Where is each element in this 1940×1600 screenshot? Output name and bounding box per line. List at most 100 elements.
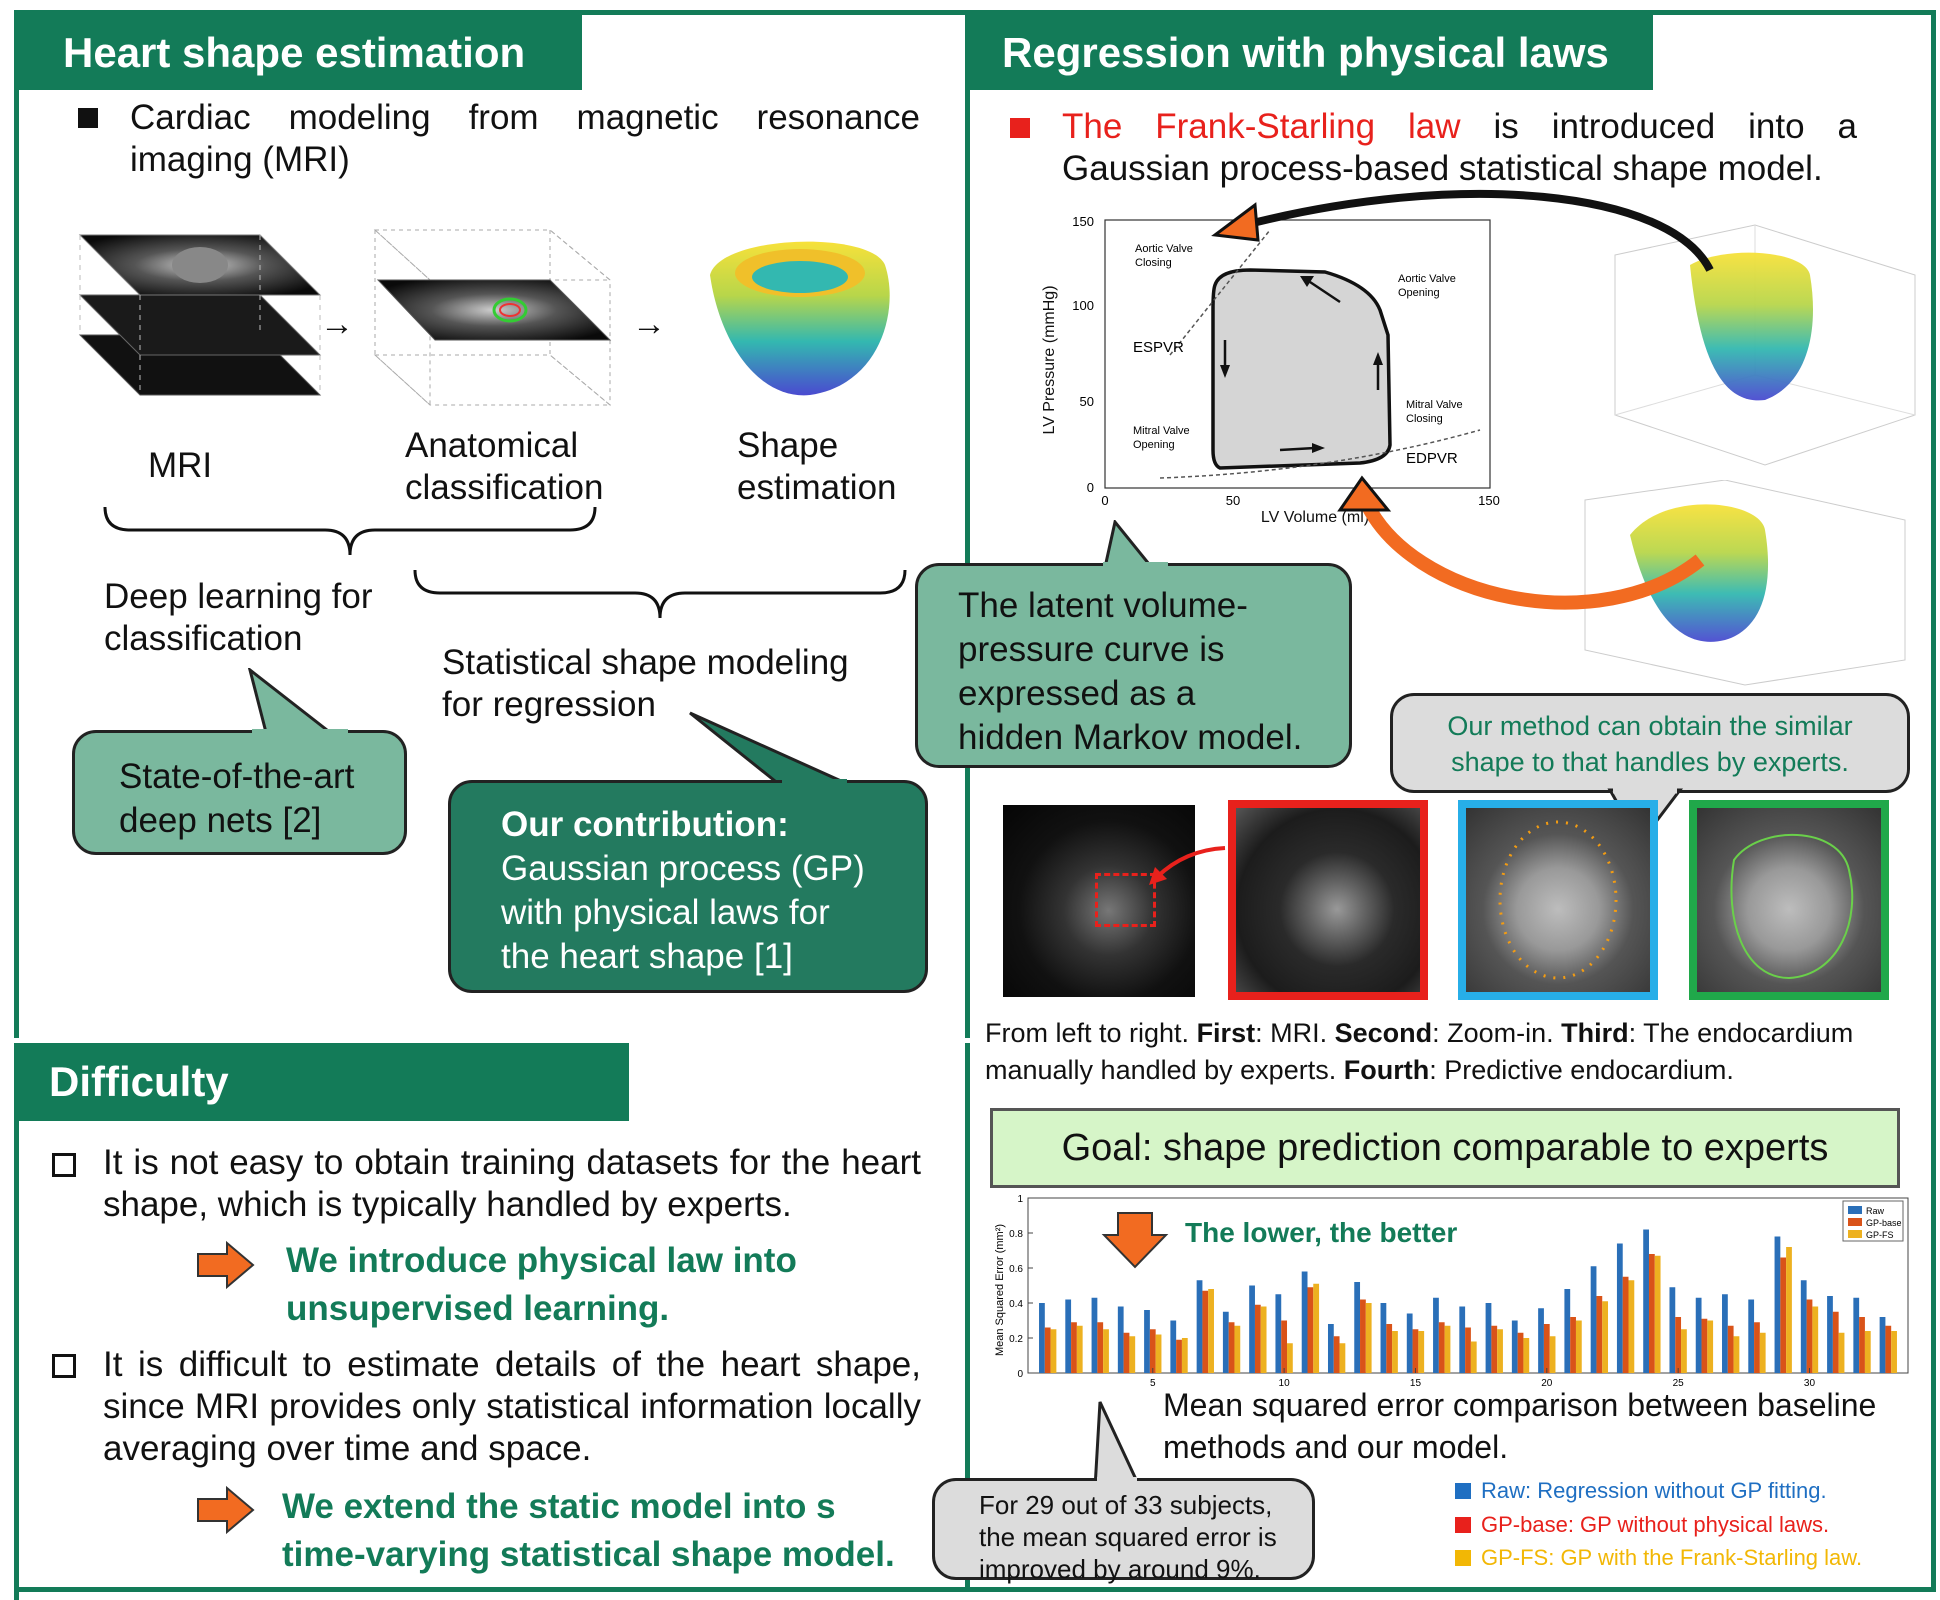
mse-bar-gp-base: [1097, 1322, 1104, 1373]
heart-shape-illustration: [710, 241, 890, 396]
mse-bar-gp-base: [1228, 1322, 1235, 1373]
mri-full-image: [1003, 805, 1195, 997]
mse-bar-gp-base: [1570, 1317, 1576, 1373]
contribution-bubble: Our contribution: Gaussian process (GP) …: [448, 780, 928, 993]
mse-bar-raw: [1459, 1306, 1466, 1373]
mse-bar-gp-base: [1176, 1339, 1182, 1373]
difficulty-item-1-label: It is not easy to obtain training datase…: [103, 1143, 921, 1224]
mse-bar-raw: [1616, 1243, 1623, 1373]
stage-mri: MRI: [148, 446, 213, 485]
pv-ytick-2: 100: [1072, 298, 1094, 313]
state-of-art-1: State-of-the-art: [119, 757, 355, 796]
ann-mitral-closing-2: Closing: [1406, 413, 1443, 425]
mse-bar-gp-fs: [1181, 1338, 1188, 1373]
mse-bar-raw: [1485, 1303, 1492, 1373]
mse-bar-raw: [1380, 1303, 1387, 1373]
frank-starling-rest: is introduced into a Gaussian process-ba…: [1062, 107, 1857, 188]
state-of-art-pointer-cover: [252, 729, 348, 735]
mse-xtick-label: 5: [1150, 1378, 1156, 1389]
mse-bar-gp-fs: [1313, 1283, 1320, 1373]
anatomical-illustration: [373, 228, 612, 407]
mse-bar-gp-fs: [1050, 1329, 1057, 1373]
latent-1: The latent volume-: [958, 586, 1248, 625]
latent-pointer-cover: [1103, 562, 1168, 568]
mse-bar-raw: [1170, 1320, 1177, 1373]
mse-xtick-label: 25: [1673, 1378, 1685, 1389]
heart-3d-top: [1614, 224, 1916, 466]
arrow-right-icon-2: →: [632, 305, 666, 343]
stage-shape-2: estimation: [737, 468, 897, 507]
answer-1-line-2: unsupervised learning.: [286, 1289, 670, 1328]
mse-bar-gp-fs: [1759, 1332, 1766, 1373]
mse-bar-raw: [1065, 1299, 1072, 1373]
mse-bar-raw: [1301, 1271, 1308, 1373]
goal-box: Goal: shape prediction comparable to exp…: [990, 1108, 1900, 1188]
mse-bar-raw: [1695, 1297, 1702, 1373]
mse-ytick-label: 0: [1017, 1369, 1023, 1380]
mse-bar-gp-base: [1543, 1324, 1550, 1373]
mse-bar-gp-fs: [1733, 1336, 1740, 1373]
mse-legend-swatch: [1848, 1218, 1862, 1226]
contribution-2: with physical laws for: [501, 893, 830, 932]
legend-gpbase-swatch: [1455, 1517, 1471, 1533]
answer-2-line-2: time-varying statistical shape model.: [282, 1535, 895, 1574]
stage-anatomical-2: classification: [405, 468, 604, 507]
method-1: Our method can obtain the similar: [1447, 711, 1853, 741]
ann-mitral-closing-1: Mitral Valve: [1406, 399, 1463, 411]
mse-bar-raw: [1117, 1306, 1124, 1373]
mse-bar-raw: [1748, 1299, 1755, 1373]
mse-bar-gp-fs: [1234, 1325, 1241, 1373]
caption-b3: Third: [1561, 1018, 1629, 1048]
contribution-title: Our contribution:: [501, 805, 789, 844]
caption-b2: Second: [1334, 1018, 1433, 1048]
mse-bar-raw: [1275, 1294, 1282, 1373]
heart-3d-bottom: [1584, 480, 1906, 686]
mse-bar-raw: [1196, 1280, 1203, 1373]
latent-3: expressed as a: [958, 674, 1196, 713]
contribution-1: Gaussian process (GP): [501, 849, 865, 888]
mse-bar-gp-base: [1806, 1299, 1813, 1373]
mse-caption-1: Mean squared error comparison between ba…: [1163, 1387, 1877, 1423]
mse-xtick-label: 15: [1410, 1378, 1422, 1389]
mse-bar-gp-fs: [1129, 1336, 1136, 1373]
mse-bar-gp-fs: [1602, 1301, 1609, 1373]
mse-bar-gp-base: [1701, 1318, 1708, 1373]
contribution-pointer-cover: [782, 779, 847, 785]
legend-raw: Raw: Regression without GP fitting.: [1455, 1478, 1827, 1504]
mse-xtick-label: 30: [1804, 1378, 1816, 1389]
legend-raw-text: Raw: Regression without GP fitting.: [1481, 1478, 1827, 1503]
mse-bar-gp-base: [1333, 1336, 1340, 1373]
difficulty-item-2-label: It is difficult to estimate details of t…: [103, 1345, 921, 1468]
mse-bar-gp-base: [1832, 1311, 1839, 1373]
legend-raw-swatch: [1455, 1483, 1471, 1499]
mse-bar-gp-fs: [1838, 1332, 1845, 1373]
mri-expert-image: [1458, 800, 1658, 1000]
pv-xtick-1: 50: [1226, 493, 1240, 508]
frank-starling-red: The Frank-Starling law: [1062, 107, 1461, 146]
pv-y-label: LV Pressure (mmHg): [1041, 285, 1058, 434]
goal-text: Goal: shape prediction comparable to exp…: [1061, 1126, 1829, 1169]
mse-bar-gp-fs: [1707, 1320, 1714, 1373]
pv-ytick-0: 0: [1087, 480, 1094, 495]
mse-bar-gp-fs: [1260, 1306, 1267, 1373]
mse-bar-gp-base: [1491, 1325, 1498, 1373]
caption-p1: From left to right.: [985, 1018, 1197, 1048]
curved-arrows: [1211, 189, 1714, 610]
legend-gpfs-swatch: [1455, 1550, 1471, 1566]
mri-zoom-image: [1228, 800, 1428, 1000]
mse-bar-raw: [1827, 1296, 1833, 1373]
improvement-2: the mean squared error is: [979, 1522, 1277, 1552]
stage-shape-1: Shape: [737, 426, 839, 465]
mse-bar-gp-fs: [1786, 1247, 1792, 1373]
mse-bar-gp-fs: [1681, 1329, 1687, 1373]
mse-bar-raw: [1669, 1287, 1676, 1373]
mse-bar-gp-fs: [1812, 1306, 1819, 1373]
mse-bar-raw: [1722, 1294, 1728, 1373]
mse-bar-gp-fs: [1575, 1320, 1582, 1373]
latent-2: pressure curve is: [958, 630, 1225, 669]
mri-roi-box: [1095, 873, 1156, 927]
mse-ytick-label: 0.2: [1009, 1334, 1023, 1345]
legend-gpbase: GP-base: GP without physical laws.: [1455, 1512, 1829, 1538]
brace-deep-learning: [103, 506, 597, 556]
mse-bar-raw: [1433, 1297, 1439, 1373]
